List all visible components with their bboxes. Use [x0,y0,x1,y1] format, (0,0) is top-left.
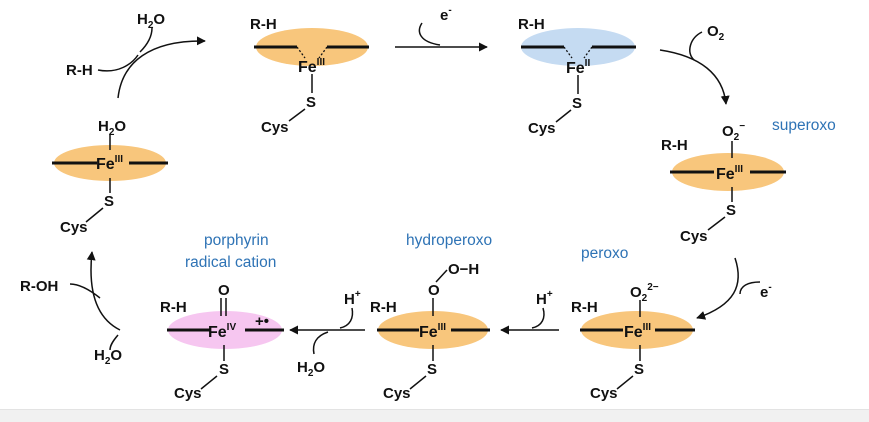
sulfur-atom: S [634,361,644,378]
cys-residue: Cys [261,119,289,136]
cys-bond [288,108,306,122]
proton-in-arrow [531,307,545,329]
water-ligand: H2O [98,118,126,138]
iron-center: FeIV [208,322,236,341]
heme-disk [521,28,635,66]
cys-bond [409,375,427,390]
oxygen-label: O2 [707,23,725,43]
proton-label: H+ [344,289,361,308]
substrate-label: R-H [661,137,688,154]
sulfur-atom: S [104,193,114,210]
iron-center: FeIII [716,164,743,183]
heme-disk [672,153,784,191]
proximal-oxygen: O [428,282,440,299]
state-label-peroxo: peroxo [581,245,628,262]
cys-bond [555,109,572,123]
complex-superoxo: R-H O2− FeIII S Cys [661,121,786,245]
step-second-reduction: e- [696,257,772,320]
water-out-label: H2O [137,11,165,31]
superoxo-ligand: O2− [722,121,745,143]
proton-label: H+ [536,289,553,308]
substrate-label: R-H [571,299,598,316]
bottom-divider [0,409,869,422]
cys-bond [85,207,104,223]
water-out-arrow [312,331,329,355]
proton-in-arrow [339,307,354,329]
cys-residue: Cys [383,385,411,402]
peroxo-ligand: O22− [630,282,659,304]
substrate-in-label: R-H [66,62,93,79]
complex-substrate-bound: R-H FeIII S Cys [250,16,369,136]
oxygen-in-arrow [689,31,703,61]
cys-bond [707,216,726,231]
reaction-arrow [86,251,121,331]
heme-disk [54,145,166,181]
step-first-reduction: e- [395,5,488,52]
cys-residue: Cys [590,385,618,402]
water-out-label: H2O [297,359,325,379]
cys-residue: Cys [60,219,88,236]
substrate-label: R-H [160,299,187,316]
step-second-protonation: H+ H2O [289,289,365,379]
electron-label: e- [760,282,772,301]
complex-compound-i: R-H O FeIV +• S Cys [160,282,284,402]
product-label: R-OH [20,278,58,295]
electron-label: e- [440,5,452,24]
reaction-arrow [659,49,730,105]
oxo-ligand: O [218,282,230,299]
heme-disk [256,28,368,66]
iron-center: FeII [566,58,590,77]
iron-center: FeIII [419,322,446,341]
o-o-bond [435,269,448,283]
sulfur-atom: S [427,361,437,378]
water-in-arrow [109,334,119,351]
iron-center: FeIII [624,322,651,341]
cys-residue: Cys [528,120,556,137]
electron-in-arrow [739,281,761,295]
cys-bond [200,375,218,390]
step-oxygen-binding: O2 [659,23,730,105]
electron-in-arrow [418,22,441,46]
cys-residue: Cys [680,228,708,245]
heme-disk [378,311,488,349]
state-label-hydroperoxo: hydroperoxo [406,232,492,249]
reaction-arrow [696,257,739,320]
heme-disk [168,311,282,349]
step-first-protonation: H+ [500,289,559,335]
substrate-in-arrow [97,54,139,72]
water-in-label: H2O [94,347,122,367]
sulfur-atom: S [219,361,229,378]
state-label-superoxo: superoxo [772,117,836,134]
reaction-arrow [117,36,206,99]
complex-peroxo: R-H O22− FeIII S Cys [571,282,695,402]
iron-center: FeIII [96,154,123,173]
substrate-label: R-H [370,299,397,316]
iron-center: FeIII [298,57,325,76]
complex-ferrous: R-H FeII S Cys [518,16,636,137]
hydroperoxo-group: O−H [448,261,479,278]
radical-cation-mark: +• [255,313,269,330]
substrate-label: R-H [518,16,545,33]
state-label-radical-cation: radical cation [185,254,276,271]
substrate-label: R-H [250,16,277,33]
water-out-arrow [139,27,153,53]
complex-hydroperoxo: R-H O O−H FeIII S Cys [370,261,490,402]
cys-residue: Cys [174,385,202,402]
heme-disk [581,311,693,349]
cycle-diagram: H2O FeIII S Cys R-H FeIII S Cys R-H FeII… [20,5,836,402]
sulfur-atom: S [306,94,316,111]
cys-bond [616,375,634,390]
state-label-porphyrin: porphyrin [204,232,269,249]
step-product-release: R-OH H2O [20,251,122,367]
step-substrate-binding: R-H H2O [66,11,206,99]
sulfur-atom: S [572,95,582,112]
sulfur-atom: S [726,202,736,219]
product-out-arrow [69,283,101,299]
complex-resting-water: H2O FeIII S Cys [52,118,168,236]
